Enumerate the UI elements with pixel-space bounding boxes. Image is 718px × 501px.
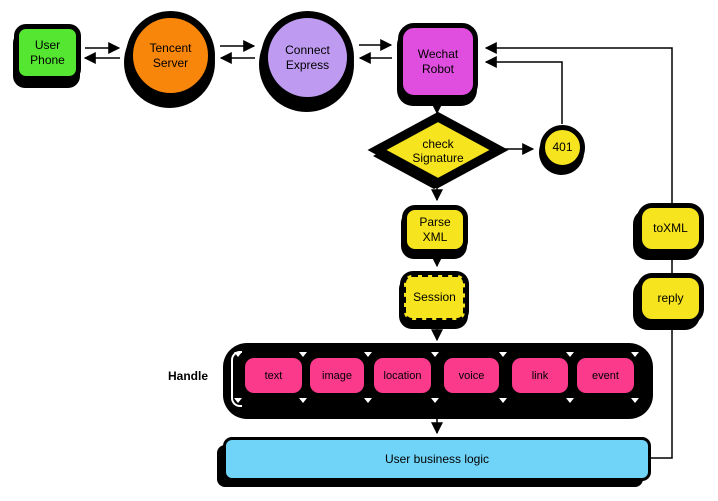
- mini-arrow-icon: [299, 398, 307, 403]
- node-session: Session: [400, 271, 469, 324]
- node-wechat-robot: Wechat Robot: [398, 23, 478, 100]
- mini-arrow-icon: [499, 352, 507, 357]
- mini-arrow-icon: [364, 352, 372, 357]
- handler-box-link: link: [512, 358, 568, 393]
- handler-box-voice: voice: [444, 358, 499, 393]
- node-check-signature: check Signature: [412, 136, 464, 165]
- node-user-business-logic: User business logic: [223, 437, 651, 481]
- mini-arrow-icon: [566, 352, 574, 357]
- check-signature-diamond-shape: [367, 111, 509, 189]
- mini-arrow-icon: [234, 352, 242, 357]
- handle-label: Handle: [168, 369, 209, 384]
- node-tencent-server: Tencent Server: [126, 11, 215, 100]
- node-parse-xml: Parse XML: [402, 205, 468, 254]
- node-reply: reply: [637, 273, 704, 324]
- handler-box-event: event: [577, 358, 634, 393]
- session-inner: Session: [404, 275, 465, 320]
- handler-box-text: text: [245, 358, 302, 393]
- mini-arrow-icon: [364, 398, 372, 403]
- mini-arrow-icon: [566, 398, 574, 403]
- mini-arrow-icon: [299, 352, 307, 357]
- handler-box-location: location: [374, 358, 431, 393]
- mini-arrow-icon: [431, 352, 439, 357]
- node-401: 401: [540, 125, 585, 170]
- mini-arrow-icon: [631, 352, 639, 357]
- mini-arrow-icon: [431, 398, 439, 403]
- handler-box-image: image: [310, 358, 364, 393]
- mini-arrow-icon: [499, 398, 507, 403]
- node-connect-express: Connect Express: [261, 11, 354, 104]
- mini-arrow-icon: [234, 398, 242, 403]
- node-user-phone: User Phone: [14, 24, 81, 81]
- node-toxml: toXML: [637, 203, 704, 254]
- mini-arrow-icon: [631, 398, 639, 403]
